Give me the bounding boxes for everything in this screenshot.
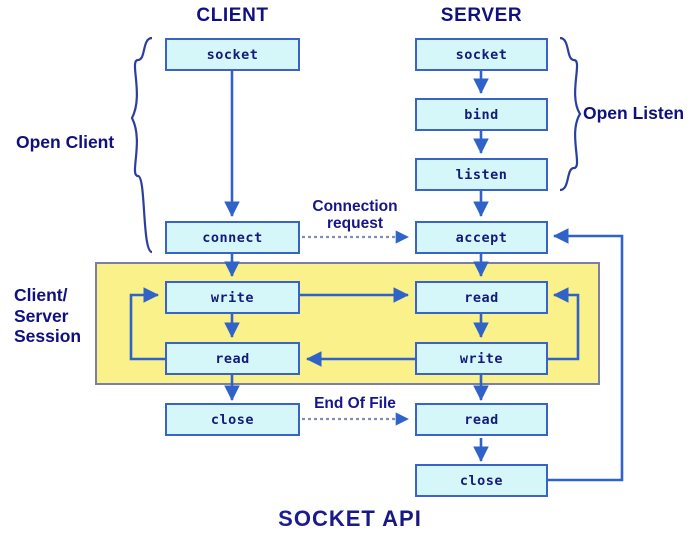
- node-server-listen[interactable]: listen: [415, 158, 548, 191]
- node-server-write[interactable]: write: [415, 342, 548, 375]
- column-header-server: SERVER: [440, 5, 523, 26]
- session-label-line-3: Session: [14, 326, 82, 347]
- node-client-read[interactable]: read: [165, 342, 300, 375]
- brace-open-client: [130, 36, 154, 254]
- edge-client-read-loop-to-write: [129, 287, 165, 361]
- diagram-title: SOCKET API: [0, 506, 700, 532]
- edge-label-connection-request: Connection request: [296, 198, 414, 232]
- node-server-bind[interactable]: bind: [415, 98, 548, 131]
- node-client-write[interactable]: write: [165, 281, 300, 314]
- node-client-connect[interactable]: connect: [165, 221, 300, 254]
- connection-request-line-1: Connection: [312, 198, 398, 215]
- node-server-read-2[interactable]: read: [415, 403, 548, 436]
- connection-request-line-2: request: [327, 215, 383, 233]
- edge-server-write-loop-to-read: [547, 287, 580, 361]
- session-label-line-1: Client/: [14, 285, 68, 305]
- node-server-close[interactable]: close: [415, 464, 548, 497]
- group-label-open-client: Open Client: [16, 132, 115, 152]
- brace-open-listen: [559, 36, 582, 192]
- node-server-accept[interactable]: accept: [415, 221, 548, 254]
- edge-server-close-to-accept: [547, 228, 624, 482]
- edge-label-end-of-file: End Of File: [314, 395, 396, 412]
- column-header-client: CLIENT: [196, 5, 269, 26]
- group-label-open-listen: Open Listen: [583, 103, 685, 123]
- node-server-read-1[interactable]: read: [415, 281, 548, 314]
- session-label-line-2: Server: [14, 305, 69, 326]
- node-server-socket[interactable]: socket: [415, 38, 548, 71]
- group-label-client-server-session: Client/ Server Session: [14, 285, 81, 347]
- node-client-close[interactable]: close: [165, 403, 300, 436]
- node-client-socket[interactable]: socket: [165, 38, 300, 71]
